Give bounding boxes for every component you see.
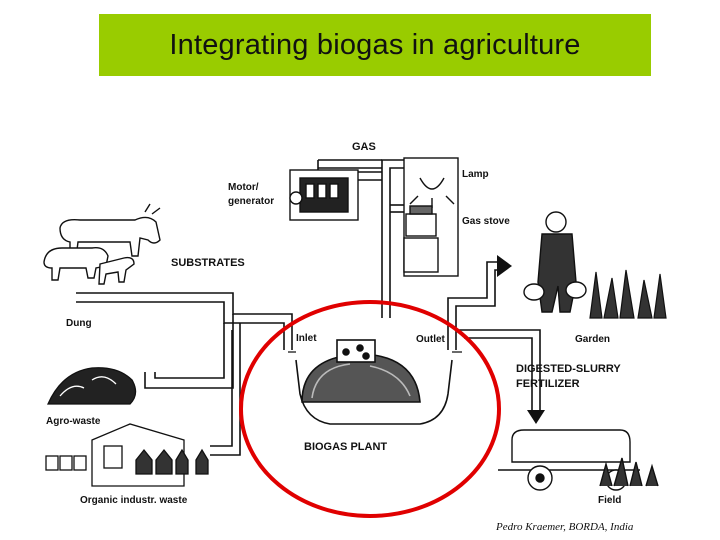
organic-industr-waste-label: Organic industr. waste (80, 495, 188, 506)
title-banner: Integrating biogas in agriculture (99, 14, 651, 76)
dung-label: Dung (66, 318, 92, 329)
fertilizer-label: FERTILIZER (516, 378, 580, 390)
pig-figure (43, 246, 109, 281)
digested-slurry-label: DIGESTED-SLURRY (516, 363, 621, 375)
lamp-label: Lamp (462, 169, 489, 180)
biogas-plant-label: BIOGAS PLANT (304, 441, 387, 453)
slurry-channel (447, 261, 541, 410)
gas-stove-figure (403, 205, 439, 273)
motor-label: Motor/ (228, 182, 259, 193)
gas-stove-label: Gas stove (462, 216, 510, 227)
field-label: Field (598, 495, 621, 506)
garden-plants (589, 269, 667, 319)
highlight-circle (239, 300, 501, 518)
biogas-plant (295, 339, 453, 425)
agro-waste-pile (47, 367, 137, 405)
goat-figure (98, 256, 135, 285)
outlet-label: Outlet (416, 334, 446, 345)
gas-label: GAS (352, 141, 376, 153)
garden-label: Garden (575, 334, 610, 345)
slide-title: Integrating biogas in agriculture (169, 28, 581, 61)
slurry-arrow-head (497, 255, 545, 424)
gardener-figure (523, 211, 587, 313)
field-cart (498, 429, 659, 491)
substrates-label: SUBSTRATES (171, 257, 245, 269)
motor-generator (289, 169, 359, 221)
inlet-label: Inlet (296, 333, 317, 344)
industrial-shed (45, 423, 209, 487)
generator-label: generator (228, 196, 274, 207)
agro-waste-label: Agro-waste (46, 416, 101, 427)
credit-text: Pedro Kraemer, BORDA, India (496, 521, 634, 533)
cow-figure (59, 203, 161, 259)
